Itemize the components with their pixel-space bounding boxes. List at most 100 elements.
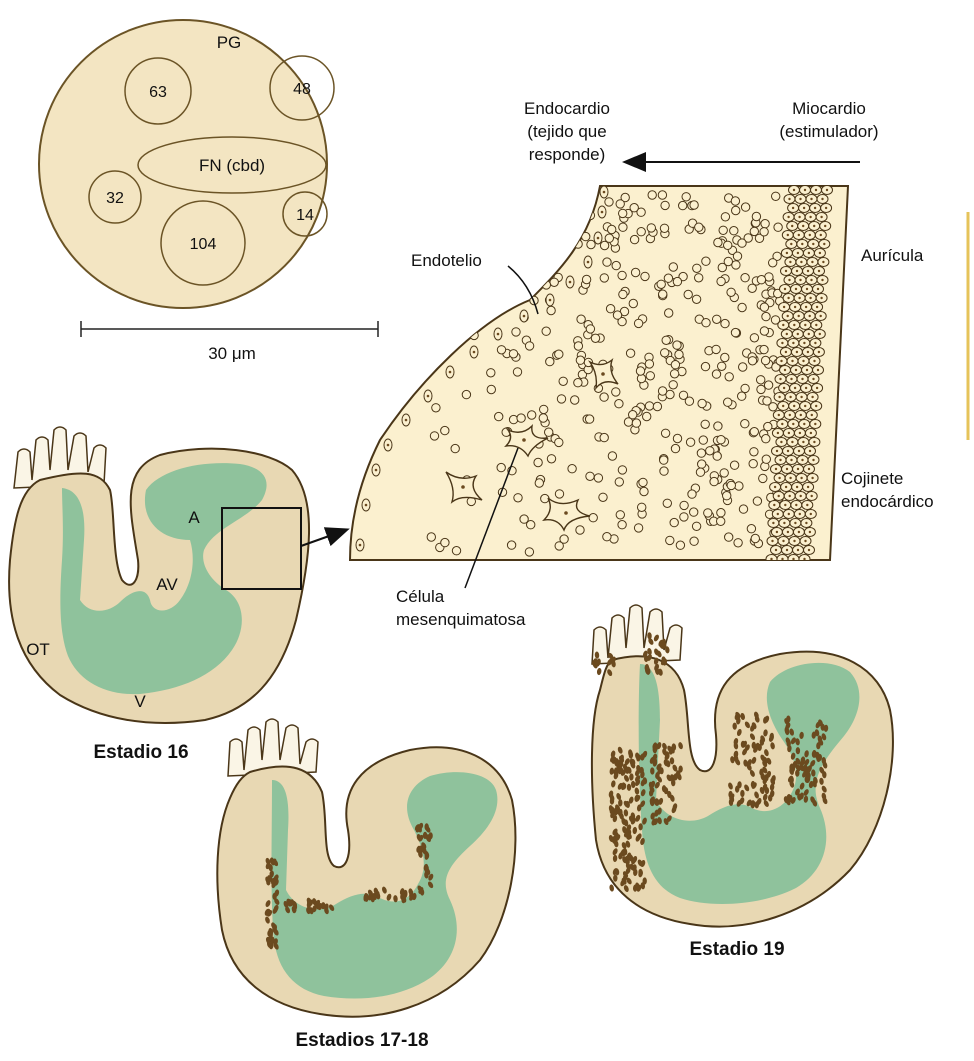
jelly-cell (661, 201, 669, 209)
particle-outline (39, 20, 327, 308)
jelly-cell (591, 334, 599, 342)
jelly-cell (645, 360, 653, 368)
jelly-cell (509, 350, 517, 358)
jelly-cell (730, 461, 738, 469)
jelly-cell (690, 201, 698, 209)
cushion-cell (816, 755, 820, 762)
jelly-cell (547, 306, 555, 314)
jelly-cell (741, 420, 749, 428)
jelly-cell (760, 228, 768, 236)
jelly-cell (751, 534, 759, 542)
jelly-cell (639, 478, 647, 486)
jelly-cell (586, 325, 594, 333)
jelly-cell (608, 452, 616, 460)
label-a: A (188, 508, 200, 527)
jelly-cell (531, 215, 539, 223)
stage-17-18-title: Estadios 17-18 (295, 1030, 428, 1051)
jelly-cell (559, 377, 567, 385)
jelly-cell (459, 220, 467, 228)
jelly-cell (688, 490, 696, 498)
scale-label: 30 μm (208, 344, 256, 363)
jelly-cell (684, 290, 692, 298)
jelly-cell (757, 376, 765, 384)
jelly-cell (710, 477, 718, 485)
jelly-cell (568, 465, 576, 473)
jelly-cell (698, 399, 706, 407)
jelly-cell (682, 193, 690, 201)
jelly-cell (497, 463, 505, 471)
jelly-cell (679, 201, 687, 209)
jelly-cell (648, 191, 656, 199)
jelly-cell (535, 479, 543, 487)
jelly-cell (727, 288, 735, 296)
jelly-cell (534, 458, 542, 466)
jelly-cell (636, 367, 644, 375)
jelly-cell (713, 452, 721, 460)
jelly-cell (696, 468, 704, 476)
jelly-cell (659, 290, 667, 298)
protein-32-label: 32 (106, 190, 124, 207)
jelly-cell (757, 276, 765, 284)
jelly-cell (600, 241, 608, 249)
jelly-cell (738, 303, 746, 311)
jelly-cell (719, 226, 727, 234)
cushion-cell (423, 832, 427, 839)
jelly-cell (774, 223, 782, 231)
endothelium-label: Endotelio (411, 251, 482, 270)
jelly-cell (615, 400, 623, 408)
jelly-cell (540, 220, 548, 228)
jelly-cell (680, 513, 688, 521)
jelly-cell (698, 460, 706, 468)
jelly-cell (760, 327, 768, 335)
jelly-cell (497, 346, 505, 354)
mesenchymal-line1: Célula (396, 587, 445, 606)
jelly-cell (603, 533, 611, 541)
tissue-detail (350, 186, 848, 564)
jelly-cell (571, 396, 579, 404)
jelly-cell (427, 533, 435, 541)
jelly-cell (547, 455, 555, 463)
jelly-cell (599, 493, 607, 501)
scale-bar: 30 μm (81, 321, 378, 363)
jelly-cell (724, 257, 732, 265)
jelly-cell (717, 436, 725, 444)
mesenchymal-line2: mesenquimatosa (396, 610, 526, 629)
jelly-cell (643, 412, 651, 420)
jelly-cell (727, 481, 735, 489)
jelly-cell (482, 292, 490, 300)
jelly-cell (548, 216, 556, 224)
jelly-cell (725, 373, 733, 381)
jelly-cell (589, 514, 597, 522)
jelly-cell (569, 226, 577, 234)
jelly-cell (721, 353, 729, 361)
jelly-cell (546, 357, 554, 365)
jelly-cell (734, 539, 742, 547)
jelly-cell (556, 233, 564, 241)
jelly-cell (525, 548, 533, 556)
jelly-cell (600, 393, 608, 401)
jelly-cell (739, 505, 747, 513)
jelly-cell (605, 198, 613, 206)
jelly-cell (569, 200, 577, 208)
jelly-cell (630, 204, 638, 212)
jelly-cell (618, 271, 626, 279)
protein-104-label: 104 (190, 236, 217, 253)
jelly-cell (555, 490, 563, 498)
jelly-cell (720, 469, 728, 477)
jelly-cell (764, 381, 772, 389)
jelly-cell (545, 428, 553, 436)
jelly-cell (550, 278, 558, 286)
jelly-cell (724, 398, 732, 406)
jelly-cell (616, 511, 624, 519)
jelly-cell (641, 272, 649, 280)
inducer-tissue-line2: (estimulador) (779, 122, 878, 141)
jelly-cell (750, 428, 758, 436)
jelly-cell (498, 221, 506, 229)
label-ot: OT (26, 640, 50, 659)
jelly-cell (555, 438, 563, 446)
jelly-cell (673, 277, 681, 285)
jelly-cell (697, 449, 705, 457)
jelly-cell (594, 474, 602, 482)
jelly-cell (630, 235, 638, 243)
